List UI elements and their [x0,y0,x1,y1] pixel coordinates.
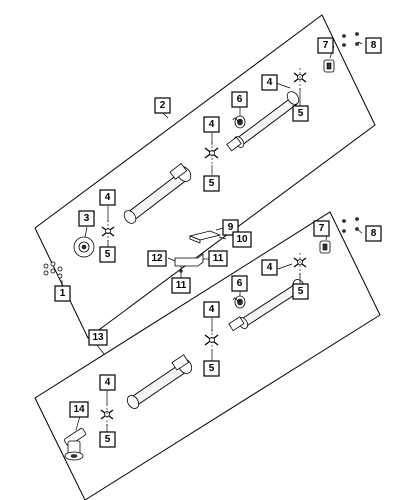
callout-5-upper-rear: 5 [292,105,309,122]
callout-8-lower: 8 [365,225,382,242]
callout-11-right-label: 11 [213,253,224,264]
callout-4-lower-mid: 4 [203,301,220,318]
callout-5-lower-front-label: 5 [105,434,111,445]
callout-6-upper: 6 [231,91,248,108]
callout-5-upper-front: 5 [99,246,116,263]
callout-5-lower-front: 5 [99,431,116,448]
upper-rear-shaft [226,91,300,152]
callout-4-lower-rear-label: 4 [267,262,273,273]
middle-small-parts [43,227,227,286]
callout-6-lower: 6 [231,275,248,292]
lower-rear-ujoint [293,253,307,276]
lower-front-ujoint [100,404,114,427]
callout-5-lower-mid-label: 5 [209,363,215,374]
callout-5-upper-mid-label: 5 [209,178,215,189]
upper-front-shaft [123,163,192,224]
callout-5-lower-mid: 5 [203,360,220,377]
callout-11-right: 11 [208,250,228,267]
callout-4-lower-mid-label: 4 [209,304,215,315]
callout-5-upper-mid: 5 [203,175,220,192]
upper-front-flange [73,236,95,258]
callout-5-lower-rear-label: 5 [298,286,304,297]
callout-7-lower: 7 [313,220,330,237]
callout-3-label: 3 [84,213,90,224]
callout-5-lower-rear: 5 [292,283,309,300]
callout-5-upper-rear-label: 5 [298,108,304,119]
callout-7-upper: 7 [317,37,334,54]
callout-1: 1 [54,285,71,302]
callout-4-upper-front: 4 [99,189,116,206]
callout-13: 13 [88,329,108,346]
callout-1-label: 1 [60,288,66,299]
callout-4-lower-front: 4 [99,374,116,391]
callout-4-upper-mid: 4 [203,116,220,133]
callout-6-upper-label: 6 [237,94,243,105]
callout-11-bottom: 11 [171,277,191,294]
lower-slip-yoke [63,428,87,461]
lower-mid-ujoint [204,329,219,352]
callout-14: 14 [69,401,89,418]
lower-center-bearing [232,295,246,309]
callout-3: 3 [78,210,95,227]
callout-6-lower-label: 6 [237,278,243,289]
callout-7-upper-label: 7 [323,40,329,51]
callout-4-upper-rear-label: 4 [267,77,273,88]
upper-rear-bracket [323,59,335,73]
callout-2: 2 [154,97,171,114]
lower-rear-bracket [319,240,331,254]
callout-5-upper-front-label: 5 [105,249,111,260]
lower-front-shaft [126,354,193,409]
callout-8-lower-label: 8 [371,228,377,239]
callout-11-bottom-label: 11 [176,280,187,291]
lower-assembly-panel [34,211,381,500]
lower-bolts [342,217,359,233]
callout-10: 10 [232,231,252,248]
upper-rear-ujoint [293,68,307,90]
callout-2-label: 2 [160,100,166,111]
callout-8-upper: 8 [365,37,382,54]
upper-assembly [34,14,376,339]
callout-4-upper-mid-label: 4 [209,119,215,130]
callout-12-label: 12 [151,253,163,264]
callout-14-label: 14 [73,404,85,415]
callout-4-lower-front-label: 4 [105,377,111,388]
callout-12: 12 [147,250,167,267]
callout-4-upper-front-label: 4 [105,192,111,203]
bracket-part [174,253,204,267]
callout-8-upper-label: 8 [371,40,377,51]
callout-4-upper-rear: 4 [261,74,278,91]
loose-nuts [43,261,63,279]
callout-4-lower-rear: 4 [261,259,278,276]
callout-9: 9 [222,219,239,236]
callout-9-label: 9 [228,222,234,233]
upper-mid-ujoint [204,142,219,165]
upper-center-bearing [232,115,246,129]
callout-13-label: 13 [92,332,104,343]
callout-10-label: 10 [236,234,248,245]
callout-7-lower-label: 7 [319,223,325,234]
upper-bolts [342,32,359,47]
